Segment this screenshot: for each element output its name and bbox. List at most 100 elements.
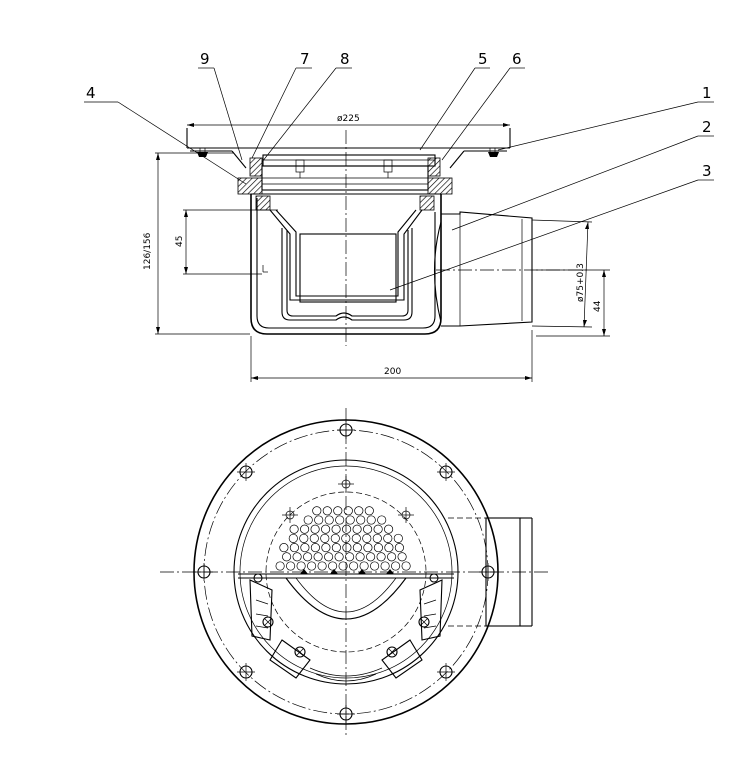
- dimension-width: 200: [250, 330, 533, 382]
- width-label: 200: [384, 367, 401, 377]
- grating-hole: [393, 533, 403, 543]
- grating-hole: [363, 543, 373, 553]
- callout-leaders: [84, 67, 714, 291]
- grating-hole: [384, 524, 394, 534]
- grating-hole: [394, 543, 404, 553]
- grating-hole: [370, 561, 380, 571]
- grating-hole: [366, 552, 376, 562]
- dimension-outlet-height: 44: [536, 269, 610, 337]
- grating-hole: [397, 552, 407, 562]
- plan-mounting-holes: [195, 421, 497, 723]
- grating-hole: [349, 561, 359, 571]
- grating-hole: [300, 543, 310, 553]
- grating-hole: [345, 552, 355, 562]
- grating-hole: [373, 524, 383, 534]
- grating-hole: [279, 543, 289, 553]
- grating-hole: [288, 533, 298, 543]
- grating-hole: [282, 552, 292, 562]
- grating-hole: [330, 533, 340, 543]
- plan-view: [160, 408, 548, 736]
- grating-hole: [320, 533, 330, 543]
- frame-ring: [261, 165, 429, 191]
- grating-hole: [296, 561, 306, 571]
- grating-hole: [331, 543, 341, 553]
- grating-hole: [314, 515, 324, 525]
- odour-trap: [269, 209, 423, 321]
- grating-hole: [380, 561, 390, 571]
- grating-hole: [401, 561, 411, 571]
- callout-9: 9: [200, 50, 210, 68]
- seal-height-label: 45: [175, 236, 185, 247]
- grating-hole: [345, 515, 355, 525]
- callout-7: 7: [300, 50, 310, 68]
- dimension-top-diameter: ø225: [187, 114, 510, 127]
- grating-hole: [356, 515, 366, 525]
- grating-hole: [352, 524, 362, 534]
- grating-hole: [391, 561, 401, 571]
- grating-hole: [383, 533, 393, 543]
- grating-hole: [387, 552, 397, 562]
- grating-hole: [364, 506, 374, 516]
- grating-hole: [324, 552, 334, 562]
- plan-grating-marks: [282, 476, 414, 523]
- grating-hole: [352, 543, 362, 553]
- grating-hole: [321, 524, 331, 534]
- callout-8: 8: [340, 50, 350, 68]
- grating-hole: [309, 533, 319, 543]
- grating-hole: [321, 543, 331, 553]
- grating-hole: [310, 543, 320, 553]
- plan-support-lugs: [249, 573, 443, 682]
- grating-hole: [359, 561, 369, 571]
- grating-hole: [342, 543, 352, 553]
- grating-hole: [372, 533, 382, 543]
- top-flange: [186, 128, 511, 169]
- callout-1: 1: [702, 84, 712, 102]
- grating-hole: [377, 515, 387, 525]
- grating-hole: [322, 506, 332, 516]
- seal-right: [419, 157, 453, 211]
- grating-hole: [289, 524, 299, 534]
- grating-hole: [384, 543, 394, 553]
- callout-3: 3: [702, 162, 712, 180]
- callout-6: 6: [512, 50, 522, 68]
- plan-grating-holes: [275, 506, 411, 571]
- grating-hole: [299, 533, 309, 543]
- grating-hole: [292, 552, 302, 562]
- grating-hole: [373, 543, 383, 553]
- grating-hole: [331, 524, 341, 534]
- grating-hole: [289, 543, 299, 553]
- grating-hole: [338, 561, 348, 571]
- grating-hole: [342, 524, 352, 534]
- grating-hole: [313, 552, 323, 562]
- dimension-seal-height: 45: [175, 209, 278, 275]
- grating-hole: [354, 506, 364, 516]
- grating-hole: [324, 515, 334, 525]
- grating-hole: [335, 515, 345, 525]
- callout-4: 4: [86, 84, 96, 102]
- outlet-diameter-label: ø75+0.3: [576, 263, 586, 302]
- grating-hole: [310, 524, 320, 534]
- overall-height-label: 126/156: [143, 232, 153, 270]
- grating-hole: [328, 561, 338, 571]
- dimension-overall-height: 126/156: [143, 152, 250, 335]
- callout-5: 5: [478, 50, 488, 68]
- section-view: ø225 126/156 45 ø75+0.3: [84, 50, 714, 382]
- grating-hole: [317, 561, 327, 571]
- grating-hole: [343, 506, 353, 516]
- grating-hole: [341, 533, 351, 543]
- top-diameter-label: ø225: [337, 114, 360, 124]
- grating-hole: [355, 552, 365, 562]
- grating-hole: [307, 561, 317, 571]
- grating-hole: [275, 561, 285, 571]
- grating-hole: [303, 515, 313, 525]
- plan-grating-edge: [238, 569, 454, 579]
- grating-hole: [333, 506, 343, 516]
- grating-hole: [303, 552, 313, 562]
- grating-hole: [362, 533, 372, 543]
- grating-hole: [312, 506, 322, 516]
- grating-hole: [363, 524, 373, 534]
- grating-hole: [366, 515, 376, 525]
- grating-hole: [300, 524, 310, 534]
- callout-2: 2: [702, 118, 712, 136]
